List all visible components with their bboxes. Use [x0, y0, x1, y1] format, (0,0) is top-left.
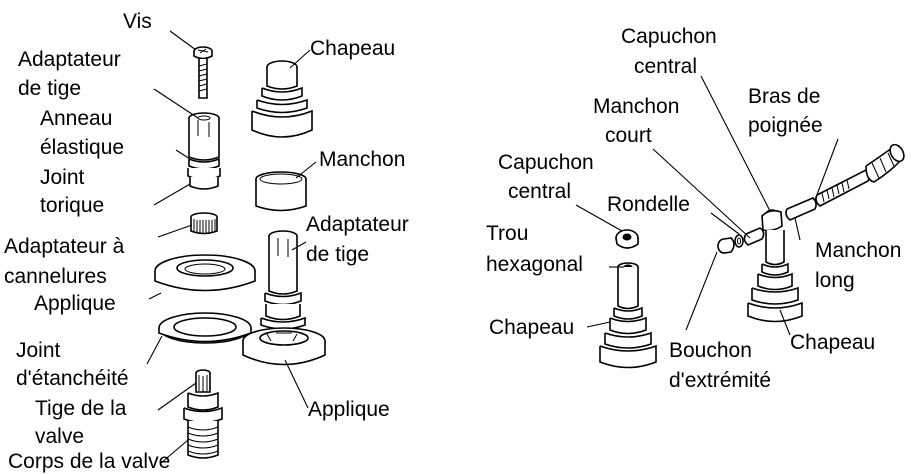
vis-screw: [193, 46, 213, 99]
label-tige-de-la-valve-line2: valve: [35, 425, 85, 448]
label-manchon-long-line1: Manchon: [815, 239, 902, 262]
label-adaptateur-de-tige-line2: de tige: [18, 77, 82, 100]
label-manchon-court-line2: court: [605, 124, 652, 147]
applique-left: [154, 254, 256, 292]
label-bouchon-extremite-line1: Bouchon: [669, 339, 752, 362]
label-capuchon-central-right-line1: Capuchon: [621, 25, 717, 48]
label-manchon-court-line1: Manchon: [593, 95, 680, 118]
label-bouchon-extremite-line2: d'extrémité: [669, 369, 772, 392]
adaptateur-de-tige-mid: [260, 230, 306, 330]
label-applique-left: Applique: [34, 292, 116, 315]
rondelle: [734, 234, 744, 248]
label-trou-hexagonal-line2: hexagonal: [486, 253, 583, 276]
corps-de-la-valve: [183, 391, 223, 459]
capuchon-central-left: [615, 229, 639, 249]
label-capuchon-central-left-line2: central: [508, 180, 572, 203]
chapeau-right-1: [599, 262, 657, 369]
label-joint-etancheite-line2: d'étanchéité: [16, 367, 129, 390]
adaptateur-cannelures: [190, 212, 218, 235]
label-chapeau-right-right: Chapeau: [790, 331, 876, 354]
manchon: [255, 171, 307, 212]
manchon-long: [785, 197, 817, 221]
bouchon-extremite: [717, 237, 735, 254]
label-anneau-elastique-line1: Anneau: [40, 107, 113, 130]
label-capuchon-central-right-line2: central: [634, 55, 698, 78]
label-joint-torique-line2: torique: [40, 194, 105, 217]
tige-de-la-valve: [195, 369, 211, 393]
label-bras-de-poignee-line2: poignée: [748, 114, 823, 137]
label-rondelle: Rondelle: [607, 193, 690, 216]
adaptateur-de-tige-small: [188, 112, 220, 161]
applique-mid: [242, 327, 326, 366]
label-tige-de-la-valve-line1: Tige de la: [35, 397, 127, 420]
label-joint-etancheite-line1: Joint: [16, 339, 61, 362]
label-manchon-long-line2: long: [815, 269, 855, 292]
joint-etancheite: [158, 312, 252, 344]
label-trou-hexagonal-line1: Trou: [486, 222, 529, 245]
label-manchon: Manchon: [319, 148, 406, 171]
label-vis: Vis: [123, 10, 152, 33]
label-adaptateur-cannelures-line1: Adaptateur à: [4, 235, 125, 258]
label-adaptateur-de-tige-mid-line2: de tige: [306, 243, 370, 266]
label-chapeau-top: Chapeau: [310, 37, 396, 60]
chapeau-top: [251, 60, 313, 138]
joint-torique: [187, 168, 221, 190]
leader-lines: [146, 30, 839, 464]
anneau-elastique: [188, 157, 220, 170]
bras-de-poignee: [815, 143, 905, 207]
label-applique-mid: Applique: [308, 398, 390, 421]
label-bras-de-poignee-line1: Bras de: [748, 85, 821, 108]
label-joint-torique-line1: Joint: [40, 166, 85, 189]
label-anneau-elastique-line2: élastique: [40, 136, 125, 159]
label-capuchon-central-left-line1: Capuchon: [498, 151, 594, 174]
label-adaptateur-de-tige-mid-line1: Adaptateur: [306, 213, 409, 236]
chapeau-right-2: [747, 209, 803, 323]
label-adaptateur-cannelures-line2: cannelures: [4, 265, 107, 288]
label-chapeau-left-right: Chapeau: [489, 316, 575, 339]
manchon-court: [743, 227, 765, 246]
label-corps-de-la-valve: Corps de la valve: [8, 450, 171, 473]
label-adaptateur-de-tige-line1: Adaptateur: [18, 48, 121, 71]
